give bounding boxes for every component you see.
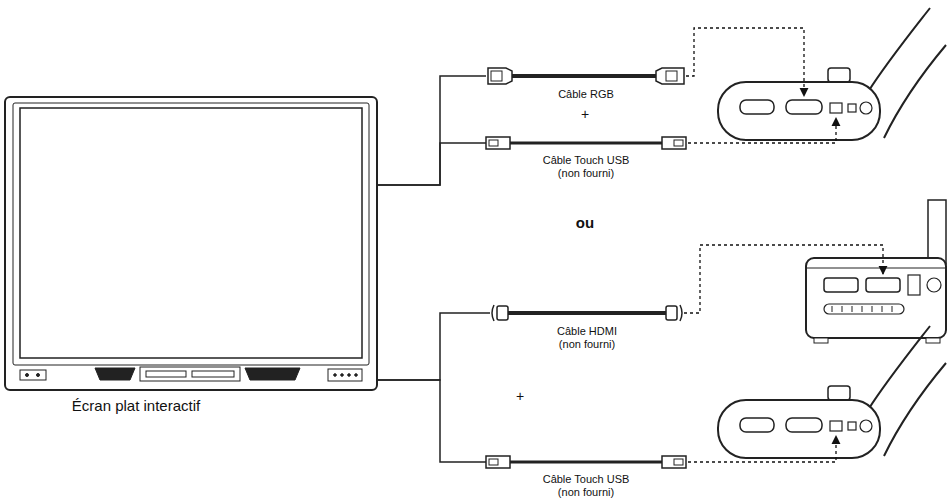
cable-connector — [378, 143, 486, 185]
usb-cable-drawing — [486, 137, 686, 149]
plus-sign: + — [510, 388, 530, 404]
hdmi-cable-drawing — [492, 305, 682, 321]
cable-connector — [378, 76, 486, 185]
cable-box: Câble RGB — [486, 64, 686, 104]
cable-label: Câble HDMI (non fourni) — [548, 325, 626, 351]
cable-label: Câble RGB — [511, 88, 661, 101]
cable-box: Câble HDMI (non fourni) — [490, 301, 684, 354]
cable-box: Câble Touch USB (non fourni) — [486, 450, 686, 502]
display-label: Écran plat interactif — [5, 397, 267, 414]
display-box: Écran plat interactif — [5, 97, 378, 422]
flat-panel-drawing — [5, 97, 377, 390]
cable-label: Câble Touch USB (non fourni) — [538, 473, 634, 499]
cable-connector — [378, 380, 486, 462]
document-camera-rear-drawing — [806, 200, 946, 343]
plus-sign: + — [575, 106, 595, 122]
cable-label: Câble Touch USB (non fourni) — [538, 154, 634, 180]
document-camera-drawing — [718, 326, 946, 458]
cable-connector — [378, 313, 490, 380]
usb-cable-drawing — [486, 456, 686, 468]
cable-box: Câble Touch USB (non fourni) — [486, 131, 686, 183]
dashed-guide — [684, 28, 883, 462]
or-word: ou — [565, 214, 605, 231]
rgb-cable-drawing — [488, 68, 684, 84]
